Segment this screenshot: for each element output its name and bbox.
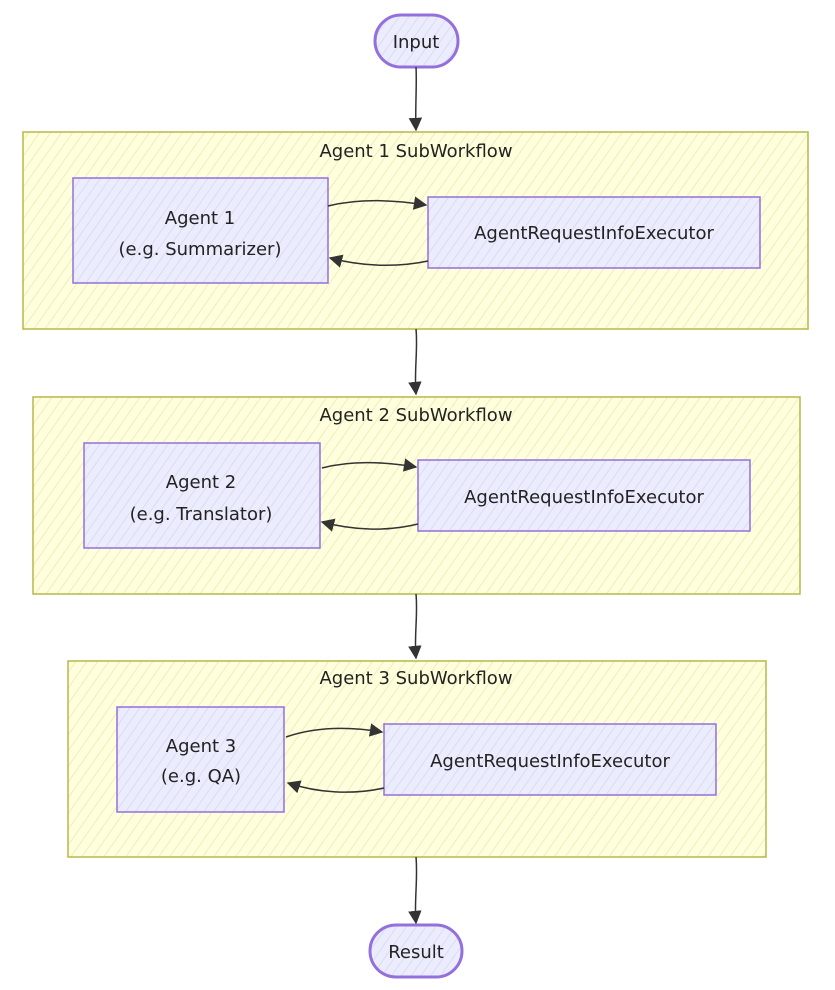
subworkflow-2-title: Agent 2 SubWorkflow <box>319 405 512 426</box>
executor-1-label: AgentRequestInfoExecutor <box>474 223 714 244</box>
edge-agent2-to-executor2 <box>321 458 418 472</box>
edge-sub2-to-sub3 <box>408 593 422 660</box>
agent-2-example: (e.g. Translator) <box>130 504 273 525</box>
subworkflow-3-title: Agent 3 SubWorkflow <box>319 668 512 689</box>
input-node-label: Input <box>393 32 440 53</box>
agent-2-label: Agent 2 <box>166 472 236 493</box>
agent-1-node: Agent 1 (e.g. Summarizer) <box>72 177 329 284</box>
executor-3-label: AgentRequestInfoExecutor <box>430 751 670 772</box>
executor-1-node: AgentRequestInfoExecutor <box>427 196 761 269</box>
subworkflow-1: Agent 1 SubWorkflow Agent 1 (e.g. Summar… <box>22 131 809 330</box>
subworkflow-3: Agent 3 SubWorkflow Agent 3 (e.g. QA) Ag… <box>67 660 767 858</box>
edge-input-to-sub1 <box>408 66 423 132</box>
executor-3-node: AgentRequestInfoExecutor <box>383 723 717 796</box>
edge-executor2-to-agent2 <box>320 518 419 532</box>
edge-agent1-to-executor1 <box>327 196 428 210</box>
executor-2-node: AgentRequestInfoExecutor <box>417 459 751 532</box>
executor-2-label: AgentRequestInfoExecutor <box>464 487 704 508</box>
agent-1-label: Agent 1 <box>165 208 235 229</box>
result-node-label: Result <box>388 942 444 963</box>
edge-sub3-to-result <box>408 856 422 925</box>
result-node: Result <box>368 923 464 979</box>
edge-executor3-to-agent3 <box>286 780 385 794</box>
agent-3-example: (e.g. QA) <box>161 766 241 787</box>
agent-3-label: Agent 3 <box>166 736 236 757</box>
subworkflow-1-title: Agent 1 SubWorkflow <box>319 141 512 162</box>
subworkflow-2: Agent 2 SubWorkflow Agent 2 (e.g. Transl… <box>32 396 801 595</box>
edge-executor1-to-agent1 <box>328 254 429 268</box>
edge-sub1-to-sub2 <box>408 328 422 396</box>
agent-1-example: (e.g. Summarizer) <box>119 239 282 260</box>
input-node: Input <box>373 13 460 69</box>
edge-agent3-to-executor3 <box>285 723 384 738</box>
agent-3-node: Agent 3 (e.g. QA) <box>116 706 285 813</box>
agent-2-node: Agent 2 (e.g. Translator) <box>83 442 321 549</box>
